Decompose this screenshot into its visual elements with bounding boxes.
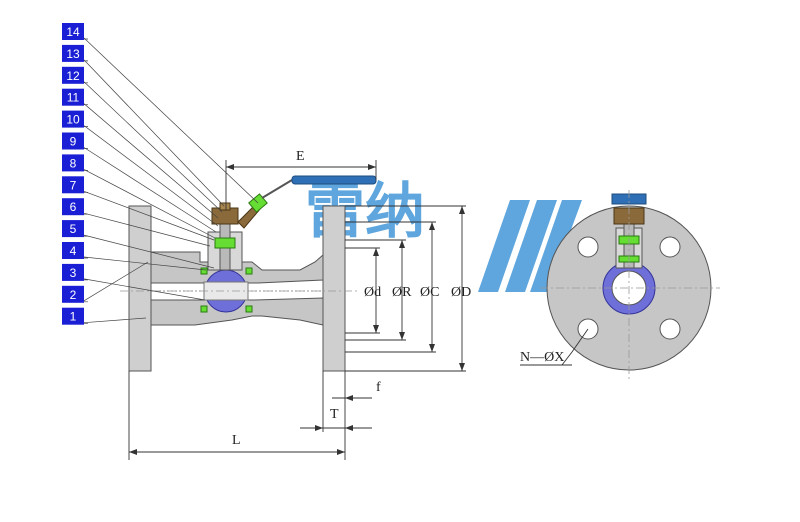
part-tag-2: 2 (70, 288, 77, 302)
leader-line-5 (83, 234, 215, 269)
part-tag-4: 4 (70, 244, 77, 258)
dim-label-f: f (376, 380, 381, 395)
leader-line-1 (83, 317, 147, 324)
watermark-logo (478, 200, 582, 292)
dim-label-big-d: ØD (451, 285, 471, 300)
part-tag-7: 7 (70, 178, 77, 192)
part-tag-11: 11 (67, 91, 80, 105)
leader-line-8 (83, 169, 216, 239)
leader-line-12 (83, 81, 223, 213)
part-tag-8: 8 (70, 156, 77, 170)
part-tag-box-2 (62, 285, 84, 303)
stem-top (219, 202, 231, 211)
seat-left (200, 267, 208, 275)
leader-line-3 (83, 278, 206, 301)
seat-right-low (245, 305, 253, 313)
bolt-hole-bottom-right (659, 318, 681, 340)
dimension-arrows (129, 164, 465, 455)
dim-label-l: L (232, 433, 241, 448)
packing (214, 237, 236, 249)
watermark: 雷纳 (305, 177, 582, 292)
part-tag-14: 14 (66, 25, 80, 39)
leader-line-14 (83, 37, 259, 204)
part-tag-box-7 (62, 176, 84, 194)
leader-line-6 (83, 212, 211, 247)
part-tag-box-10 (62, 110, 84, 128)
handle-sleeve (291, 175, 377, 185)
part-tag-box-6 (62, 198, 84, 216)
part-number-tags: 14 13 12 11 10 9 8 7 6 5 4 3 2 1 (62, 23, 259, 325)
leader-line-11 (83, 103, 219, 219)
part-tag-6: 6 (70, 200, 77, 214)
dim-label-d: Ød (364, 285, 381, 300)
part-tag-box-3 (62, 263, 84, 281)
part-tag-box-11 (62, 88, 84, 106)
dim-label-c: ØC (420, 285, 439, 300)
part-tag-5: 5 (70, 222, 77, 236)
part-tag-box-9 (62, 132, 84, 150)
part-tag-3: 3 (70, 266, 77, 280)
holes-leader (561, 328, 589, 366)
part-tag-10: 10 (66, 113, 80, 127)
part-tag-9: 9 (70, 135, 77, 149)
part-tag-box-13 (62, 44, 84, 62)
part-tag-13: 13 (66, 47, 80, 61)
handle-lever (261, 179, 293, 199)
ball-bore (203, 281, 249, 301)
bolt-hole-top-left (577, 236, 599, 258)
seat-right (245, 267, 253, 275)
right-flange (322, 205, 346, 372)
dim-label-e: E (296, 149, 305, 164)
dim-label-r: ØR (392, 285, 412, 300)
dim-label-holes: N—ØX (520, 350, 564, 365)
leader-line-9 (83, 147, 217, 233)
seat-left-low (200, 305, 208, 313)
part-tag-1: 1 (70, 310, 77, 324)
part-tag-12: 12 (66, 69, 80, 83)
leader-line-13 (83, 59, 225, 207)
part-tag-box-12 (62, 66, 84, 84)
part-tag-box-14 (62, 23, 84, 40)
part-tag-box-4 (62, 242, 84, 259)
leader-line-2 (83, 261, 149, 302)
part-tag-box-5 (62, 220, 84, 238)
leader-line-7 (83, 190, 215, 241)
bolt-hole-top-right (659, 236, 681, 258)
leader-line-10 (83, 125, 219, 227)
side-view (128, 175, 377, 372)
part-tag-box-1 (62, 307, 84, 325)
part-tag-box-8 (62, 154, 84, 172)
dim-label-t: T (330, 407, 339, 422)
